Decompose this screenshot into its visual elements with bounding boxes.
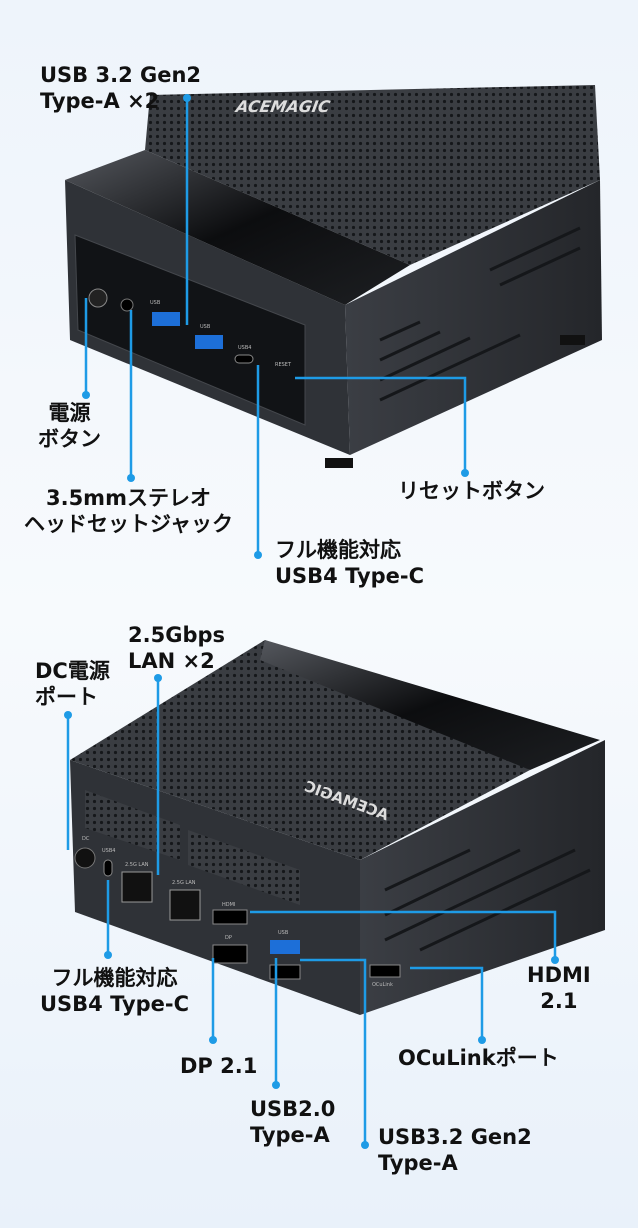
port-label-oculink: OCuLink [372,982,393,988]
callout-headset-jack: 3.5mmステレオ ヘッドセットジャック [24,486,233,536]
callout-usb4-typec-front: フル機能対応 USB4 Type-C [275,538,425,588]
port-label-reset: RESET [275,362,292,368]
callout-lan: 2.5Gbps LAN ×2 [128,623,226,673]
port-label-dc: DC [82,836,90,842]
callout-dc-power: DC電源 ポート [35,659,110,709]
mini-pc-rear-view: ACEMAGIC [70,640,605,1015]
callout-dots [64,94,559,1149]
port-label-usb-rear: USB [278,930,289,936]
callout-oculink: OCuLinkポート [398,1046,559,1070]
brand-logo: ACEMAGIC [233,97,332,116]
port-label-usb4: USB4 [238,345,252,351]
callout-usb32-typea-front: USB 3.2 Gen2 Type-A ×2 [40,63,202,113]
callout-usb32-rear: USB3.2 Gen2 Type-A [378,1125,532,1175]
mini-pc-front-view: ACEMAGIC [65,85,602,468]
callout-lines [66,98,557,1145]
callout-power-button: 電源 ボタン [38,401,101,451]
port-label-lan1: 2.5G LAN [125,862,149,868]
callout-reset-button: リセットボタン [398,479,545,503]
port-label-dp: DP [225,935,232,941]
callout-usb20: USB2.0 Type-A [250,1097,336,1147]
port-label-usb4-rear: USB4 [102,848,116,854]
port-label-usb2: USB [200,324,211,330]
port-label-usb1: USB [150,300,161,306]
callout-usb4-typec-rear: フル機能対応 USB4 Type-C [40,966,190,1016]
port-label-lan2: 2.5G LAN [172,880,196,886]
callout-dp: DP 2.1 [180,1054,258,1078]
port-label-hdmi: HDMI [222,902,236,908]
callout-hdmi: HDMI 2.1 [527,963,591,1013]
power-button [88,288,108,308]
